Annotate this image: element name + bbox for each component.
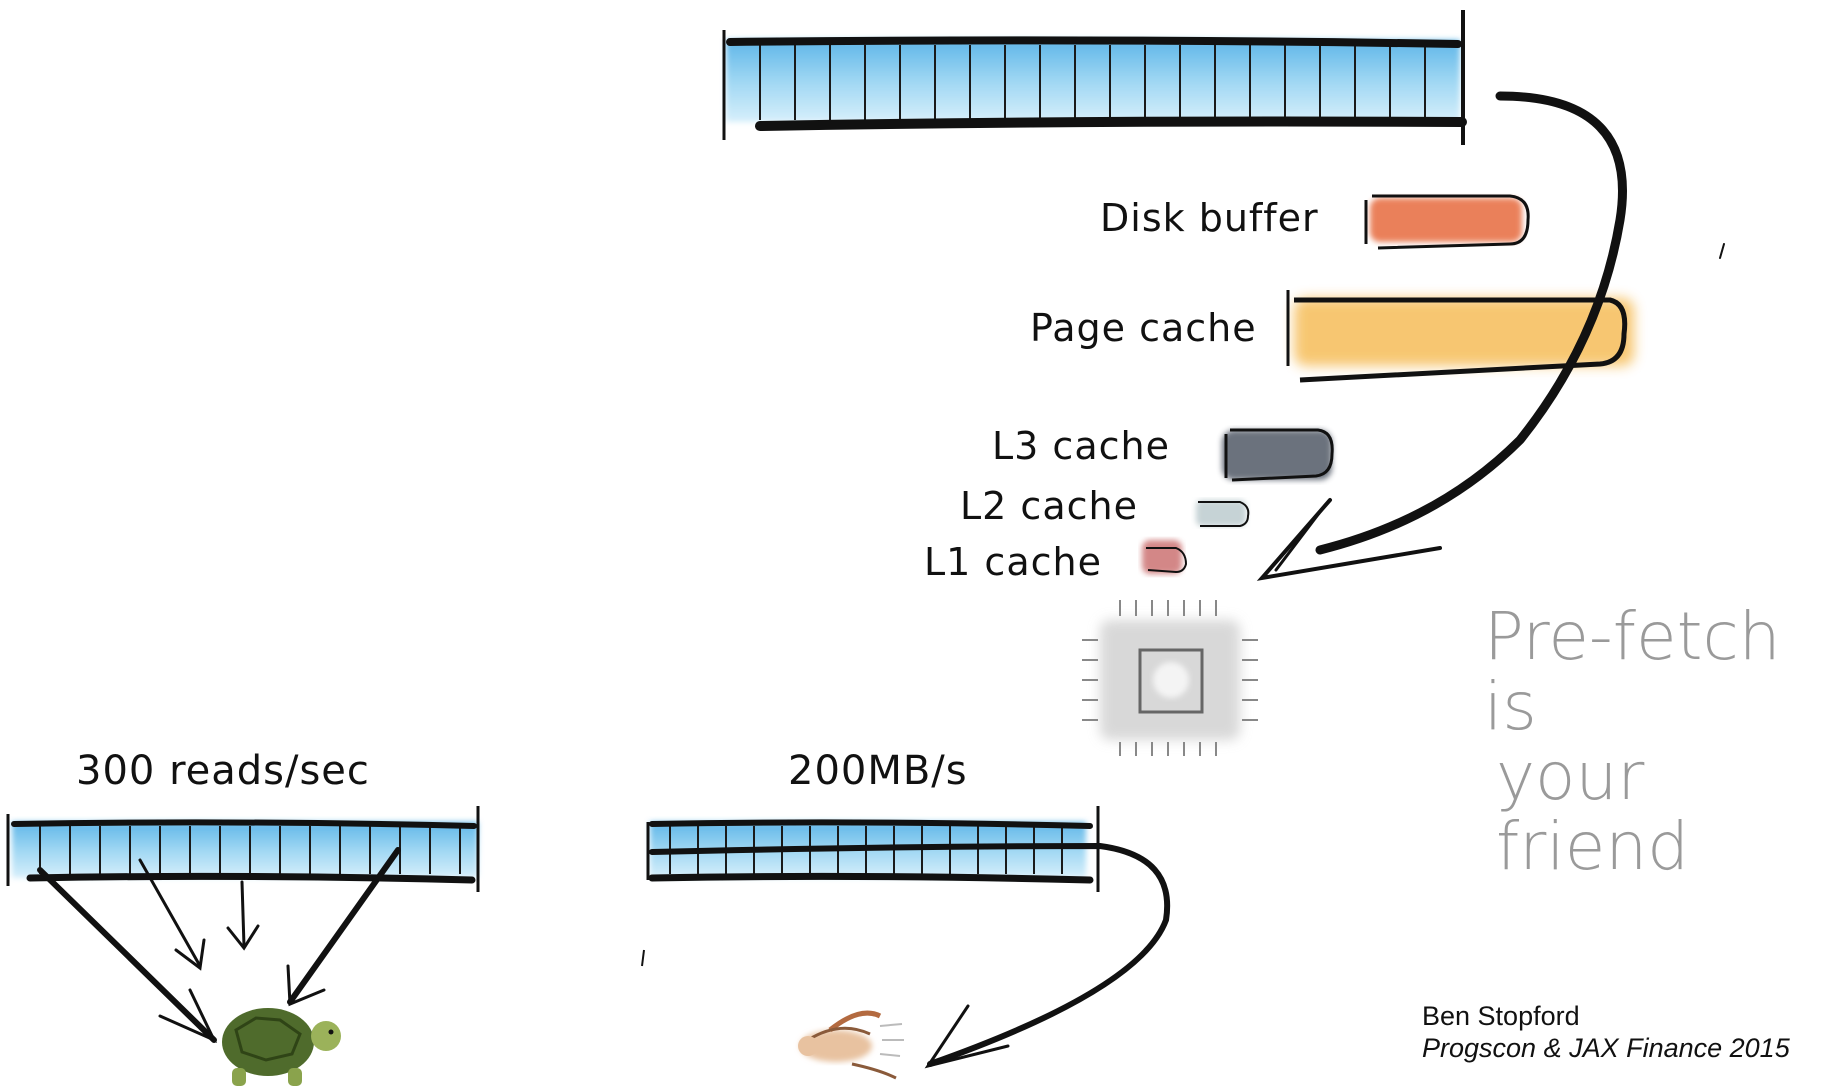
prefetch-line-1: Pre-fetch is [1484,598,1781,745]
prefetch-arrow [1256,91,1725,581]
l1-cache-label: L1 cache [924,540,1102,584]
turtle-icon [222,1008,341,1086]
page-cache-label: Page cache [1030,306,1257,350]
top-disk-bar [722,10,1467,145]
prefetch-line-2: your friend [1496,738,1690,885]
prefetch-caption: Pre-fetch is your friend [1484,602,1831,882]
sequential-access-label: 200MB/s [788,748,968,794]
page-cache-block [1286,290,1634,383]
l1-cache-block [1142,540,1188,574]
random-access-disk-bar [6,806,480,1044]
random-access-label: 300 reads/sec [76,748,370,794]
l2-cache-label: L2 cache [960,484,1138,528]
credit-author: Ben Stopford [1422,1001,1580,1031]
l3-cache-label: L3 cache [992,424,1170,468]
disk-buffer-block [1364,194,1530,250]
disk-buffer-label: Disk buffer [1100,196,1319,240]
l3-cache-block [1222,428,1334,482]
l2-cache-block [1196,500,1250,527]
sequential-disk-bar [641,806,1171,1069]
credit-event: Progscon & JAX Finance 2015 [1422,1033,1790,1063]
rabbit-icon [798,1010,904,1080]
credit-block: Ben Stopford Progscon & JAX Finance 2015 [1422,1000,1790,1064]
cpu-chip-icon [1082,600,1258,756]
